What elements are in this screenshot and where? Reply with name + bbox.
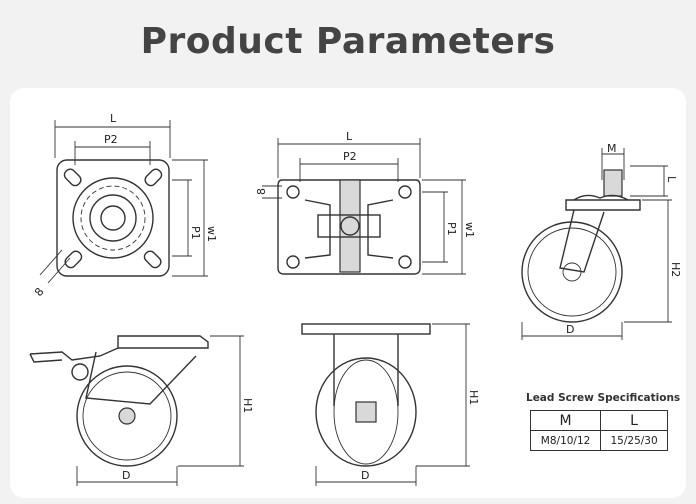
stem-m-label: M (607, 142, 617, 155)
bracket-w1-label: w1 (463, 222, 476, 238)
bracket-p2-label: P2 (343, 150, 357, 163)
spec-value-l: 15/25/30 (600, 430, 668, 451)
stem-h2-label: H2 (669, 262, 682, 277)
spec-value-m: M8/10/12 (529, 430, 602, 451)
brake-side-view: H1 D (29, 335, 254, 486)
fixed-h1-label: H1 (467, 390, 480, 405)
spec-title: Lead Screw Specifications (526, 392, 681, 404)
stem-l-label: L (665, 176, 678, 183)
bracket-p1-label: P1 (445, 222, 458, 236)
lead-screw-spec: Lead Screw Specifications M L M8/10/12 1… (526, 392, 681, 451)
front-bracket-view: L P2 8 w1 P1 (255, 130, 476, 275)
top-plate-l-label: L (110, 112, 117, 125)
swivel-stem-view: M L H2 D (521, 142, 682, 340)
brake-h1-label: H1 (241, 398, 254, 413)
brake-d-label: D (122, 469, 130, 482)
page-title: Product Parameters (140, 20, 556, 62)
spec-header-l: L (600, 410, 668, 431)
bracket-l-label: L (346, 130, 353, 143)
top-plate-p1-label: P1 (189, 226, 202, 240)
top-plate-view: L P2 w1 P1 8 (32, 112, 218, 299)
page-header: Product Parameters (0, 0, 696, 82)
fixed-front-view: H1 D (301, 323, 480, 486)
top-plate-hole-label: 8 (32, 285, 46, 299)
fixed-d-label: D (361, 469, 369, 482)
spec-table: M L M8/10/12 15/25/30 (529, 410, 668, 451)
stem-d-label: D (566, 323, 574, 336)
top-plate-w1-label: w1 (205, 226, 218, 242)
bracket-hole-label: 8 (255, 188, 268, 195)
spec-header-m: M (529, 410, 602, 431)
top-plate-p2-label: P2 (104, 133, 118, 146)
